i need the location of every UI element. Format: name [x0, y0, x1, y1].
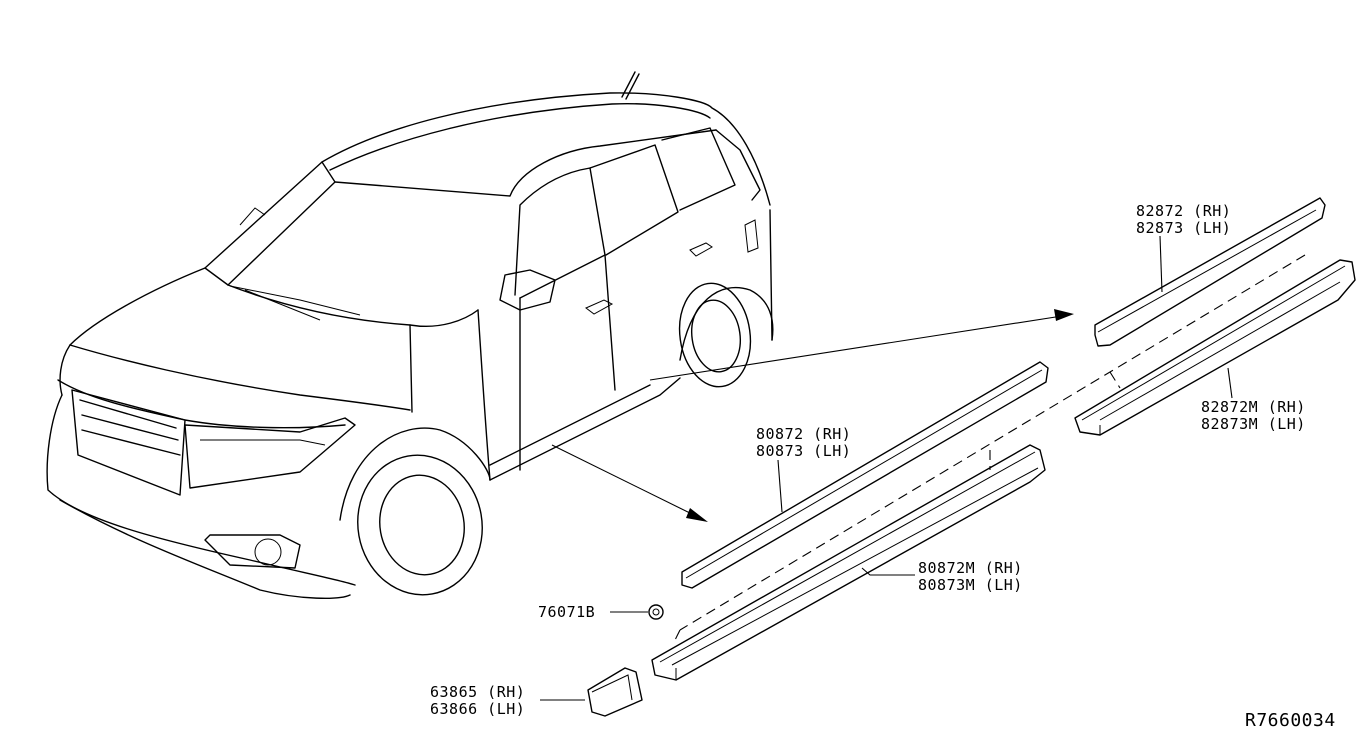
callout-front-upper-molding: 80872 (RH)80873 (LH) [756, 426, 851, 460]
rear-lower-molding-part [1074, 259, 1356, 436]
alignment-dash-lines [674, 254, 1306, 641]
callout-front-lower-molding: 80872M (RH)80873M (LH) [918, 560, 1023, 594]
part-number: 76071B [538, 603, 596, 621]
front-upper-molding-part [681, 361, 1049, 589]
part-number-lh: 82873M (LH) [1201, 415, 1306, 433]
rear-upper-molding-part [1094, 197, 1326, 347]
end-cover-part [587, 667, 643, 717]
clip-part [648, 604, 664, 620]
part-number-rh: 80872M (RH) [918, 559, 1023, 577]
part-number-rh: 80872 (RH) [756, 425, 852, 443]
part-number-rh: 82872M (RH) [1201, 398, 1306, 416]
callout-clip: 76071B [538, 604, 595, 621]
diagram-reference-code: R7660034 [1245, 710, 1336, 731]
front-lower-molding-part [651, 444, 1046, 681]
part-number-lh: 63866 (LH) [430, 700, 526, 718]
part-number-rh: 63865 (RH) [430, 683, 526, 701]
callout-rear-upper-molding: 82872 (RH)82873 (LH) [1136, 203, 1231, 237]
leader-lines [540, 235, 1233, 701]
vehicle-illustration [46, 71, 774, 599]
part-number-lh: 80873M (LH) [918, 576, 1023, 594]
callout-end-cover: 63865 (RH)63866 (LH) [430, 684, 525, 718]
pointer-arrows [551, 309, 1074, 522]
part-number-lh: 80873 (LH) [756, 442, 852, 460]
callout-rear-lower-molding: 82872M (RH)82873M (LH) [1201, 399, 1306, 433]
part-number-lh: 82873 (LH) [1136, 219, 1232, 237]
part-number-rh: 82872 (RH) [1136, 202, 1232, 220]
